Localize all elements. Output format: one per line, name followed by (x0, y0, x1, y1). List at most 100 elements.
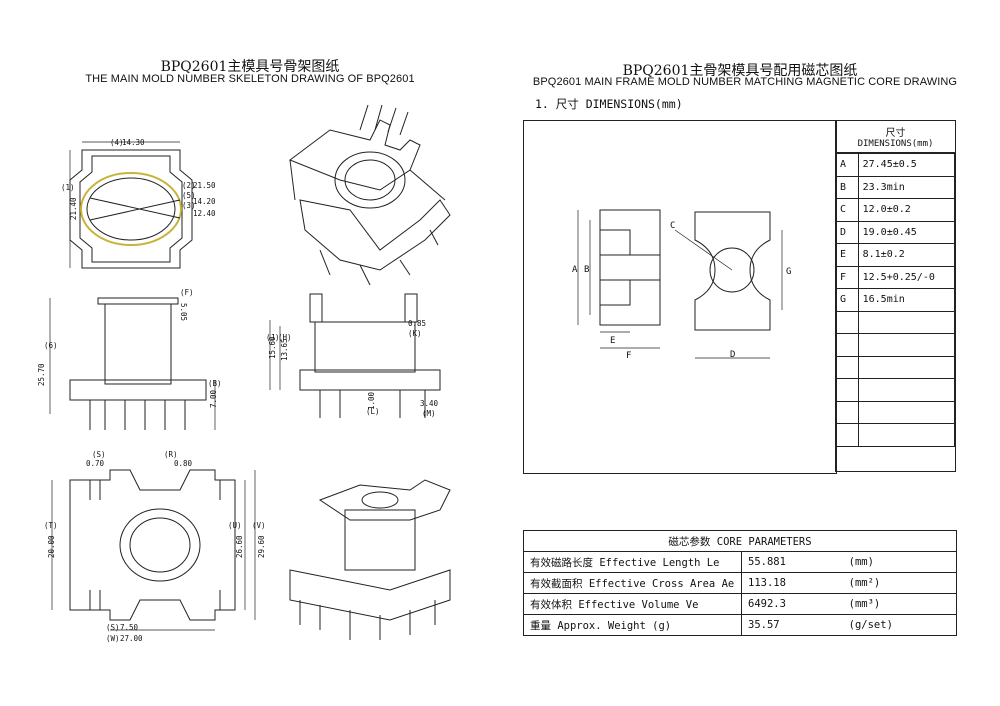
dimension-value (857, 310, 956, 334)
svg-text:(T): (T) (44, 521, 58, 530)
dimension-value (857, 355, 956, 379)
svg-text:(K): (K) (408, 329, 422, 338)
svg-text:20.00: 20.00 (47, 535, 56, 558)
dimension-value (857, 333, 956, 357)
svg-text:(R): (R) (164, 450, 178, 459)
svg-text:F: F (626, 351, 631, 361)
dimension-value: 27.45±0.5 (857, 153, 956, 177)
dimension-value (857, 423, 956, 447)
dimension-row (835, 423, 956, 447)
param-unit: (mm) (842, 551, 957, 573)
svg-text:(M): (M) (422, 409, 436, 418)
dimension-value: 12.5+0.25/-0 (857, 265, 956, 289)
param-name: 有效体积 Effective Volume Ve (523, 593, 742, 615)
dimension-value: 23.3min (857, 175, 956, 199)
dimension-key (835, 423, 859, 447)
dimension-key: A (835, 153, 859, 177)
dimension-key: D (835, 220, 859, 244)
svg-text:(1): (1) (61, 183, 75, 192)
dimension-row (835, 310, 956, 334)
svg-text:1.00: 1.00 (367, 391, 376, 410)
param-unit: (mm³) (842, 593, 957, 615)
param-name: 重量 Approx. Weight (g) (523, 614, 742, 636)
dimension-key: B (835, 175, 859, 199)
dimension-key (835, 310, 859, 334)
dimension-row (835, 333, 956, 357)
isometric-view-top (288, 104, 451, 286)
svg-text:C: C (670, 221, 675, 231)
dimension-key: E (835, 243, 859, 267)
dimension-value: 12.0±0.2 (857, 198, 956, 222)
dimension-key: F (835, 265, 859, 289)
svg-text:29.60: 29.60 (257, 535, 266, 558)
right-title-cn: BPQ2601主骨架模具号配用磁芯图纸 (622, 63, 858, 79)
svg-text:(4): (4) (110, 138, 124, 147)
dimension-value: 8.1±0.2 (857, 243, 956, 267)
svg-text:(V): (V) (252, 521, 266, 530)
dimension-row (835, 400, 956, 424)
dim-header-en: DIMENSIONS(mm) (836, 139, 955, 153)
svg-text:0.85: 0.85 (408, 319, 426, 328)
param-value: 35.57 (740, 614, 843, 636)
svg-text:27.00: 27.00 (120, 634, 143, 643)
section-heading: 1. 尺寸 DIMENSIONS(mm) (535, 97, 683, 111)
left-title-en: THE MAIN MOLD NUMBER SKELETON DRAWING OF… (85, 73, 415, 85)
param-value: 55.881 (740, 551, 843, 573)
core-drawing: A B C D E F G (572, 209, 791, 361)
top-view (69, 141, 193, 269)
dimension-key: C (835, 198, 859, 222)
svg-text:(U): (U) (228, 521, 242, 530)
dimension-row (835, 378, 956, 402)
svg-text:(W): (W) (106, 634, 120, 643)
dimension-key (835, 400, 859, 424)
svg-text:A: A (572, 265, 578, 275)
param-unit: (g/set) (842, 614, 957, 636)
dimension-row (835, 355, 956, 379)
svg-text:26.60: 26.60 (235, 535, 244, 558)
dimension-key (835, 378, 859, 402)
svg-text:(L): (L) (366, 407, 380, 416)
svg-text:(J): (J) (266, 333, 280, 342)
svg-text:(6): (6) (44, 341, 58, 350)
side-view (49, 297, 216, 430)
svg-text:(S): (S) (92, 450, 106, 459)
dimension-value: 19.0±0.45 (857, 220, 956, 244)
param-unit: (mm²) (842, 572, 957, 594)
left-title-cn: BPQ2601主模具号骨架图纸 (160, 59, 340, 75)
dimension-key (835, 355, 859, 379)
param-row: 重量 Approx. Weight (g)35.57(g/set) (523, 614, 957, 636)
svg-text:15.60: 15.60 (268, 336, 277, 359)
svg-text:25.70: 25.70 (37, 363, 46, 386)
svg-text:(3): (3) (182, 201, 196, 210)
svg-text:G: G (786, 267, 791, 277)
svg-text:7.50: 7.50 (120, 623, 139, 632)
dimension-value: 16.5min (857, 288, 956, 312)
svg-text:0.70: 0.70 (86, 459, 105, 468)
svg-text:12.40: 12.40 (193, 209, 216, 218)
svg-text:(2): (2) (182, 181, 196, 190)
svg-text:14.30: 14.30 (122, 138, 145, 147)
dimension-value (857, 400, 956, 424)
svg-text:5.05: 5.05 (179, 303, 188, 321)
param-name: 有效截面积 Effective Cross Area Ae (523, 572, 742, 594)
right-title-en: BPQ2601 MAIN FRAME MOLD NUMBER MATCHING … (532, 76, 958, 88)
skeleton-drawings: (4) 14.30 (1) 21.40 (2) 21.50 (5) 14.20 … (37, 104, 451, 643)
param-value: 6492.3 (740, 593, 843, 615)
dimension-key: G (835, 288, 859, 312)
dimension-key (835, 333, 859, 357)
svg-text:B: B (584, 265, 589, 275)
bottom-view (51, 469, 256, 631)
svg-text:(S): (S) (106, 623, 120, 632)
